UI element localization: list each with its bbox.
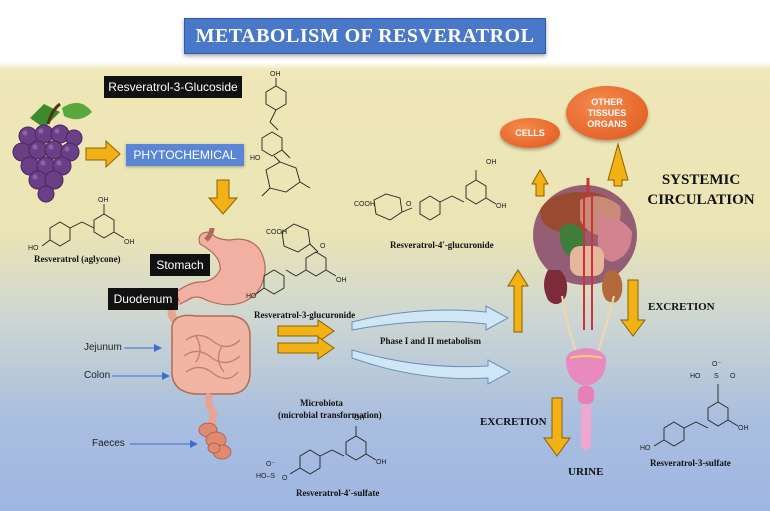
- diagram-title: METABOLISM OF RESVERATROL: [184, 18, 546, 54]
- circulation-label: CIRCULATION: [647, 192, 755, 208]
- faeces-icon: [198, 422, 232, 460]
- sulfate-3-molecule: [653, 384, 739, 447]
- faeces-label: Faeces: [92, 438, 125, 449]
- arrow-up-cells: [531, 168, 549, 197]
- glucuronide-4-label: Resveratrol-4'-glucuronide: [390, 240, 494, 250]
- atom-o-minus-s4: O⁻: [266, 461, 275, 468]
- cells-oval: CELLS: [500, 118, 560, 148]
- phase-label: Phase I and II metabolism: [380, 336, 482, 346]
- excretion-right-label: EXCRETION: [648, 301, 715, 313]
- atom-oh-glucoside: OH: [270, 71, 281, 78]
- systemic-label: SYSTEMIC: [661, 172, 741, 188]
- aglycone-label: Resveratrol (aglycone): [34, 254, 121, 264]
- atom-oh-s3: OH: [738, 425, 749, 432]
- atom-cooh-4: COOH: [354, 201, 375, 208]
- atom-oh-3: OH: [336, 277, 347, 284]
- atom-oh-s4: OH: [354, 415, 365, 422]
- jejunum-label: Jejunum: [84, 342, 122, 353]
- excretion-left-label: EXCRETION: [480, 416, 547, 428]
- arrow-down-to-stomach: [207, 179, 239, 215]
- grapes-icon: [12, 102, 92, 203]
- atom-ho-s3: HO: [690, 373, 701, 380]
- other-tissues-oval: OTHER TISSUES ORGANS: [566, 86, 648, 140]
- atom-oh2-s4: OH: [376, 459, 387, 466]
- sulfate-4-label: Resveratrol-4'-sulfate: [296, 488, 380, 498]
- phytochemical-box: PHYTOCHEMICAL: [126, 144, 244, 166]
- glucoside-box: Resveratrol-3-Glucoside: [104, 76, 242, 98]
- pointer-lines: [112, 344, 198, 448]
- glucuronide-3-molecule: [255, 223, 337, 295]
- atom-ho-s-s4: HO–S: [256, 473, 275, 480]
- atom-oh2-4: OH: [496, 203, 507, 210]
- arrow-right-lower: [277, 336, 335, 360]
- atom-o-4: O: [406, 201, 412, 208]
- atom-ho-aglycone: HO: [28, 245, 39, 252]
- glucuronide-4-molecule: [373, 170, 497, 221]
- sulfate-4-molecule: [289, 426, 377, 475]
- stomach-box: Stomach: [150, 254, 210, 276]
- duodenum-box: Duodenum: [108, 288, 178, 310]
- colon-label: Colon: [84, 370, 111, 381]
- glucoside-molecule: [261, 78, 311, 197]
- atom-ho-3: HO: [246, 293, 257, 300]
- arrow-down-excretion-left: [543, 397, 571, 457]
- stomach-icon: [175, 227, 266, 306]
- organs-label: ORGANS: [587, 118, 627, 129]
- atom-cooh-3: COOH: [266, 229, 287, 236]
- atom-o-s4: O: [282, 475, 288, 482]
- atom-o-minus-s3: O⁻: [712, 361, 721, 368]
- microbial-label: (microbial transformation): [278, 410, 382, 420]
- intestines-icon: [171, 314, 251, 429]
- arrow-up-circulation: [507, 269, 529, 333]
- arrow-down-excretion-right: [620, 279, 646, 337]
- sulfate-3-label: Resveratrol-3-sulfate: [650, 458, 731, 468]
- atom-o-s3: O: [730, 373, 736, 380]
- body-organs-icon: [533, 178, 637, 450]
- microbiota-label: Microbiota: [300, 398, 343, 408]
- phase-arrows: [351, 305, 512, 385]
- arrow-up-other: [607, 142, 629, 187]
- aglycone-molecule: [41, 204, 125, 247]
- atom-ho2-s3: HO: [640, 445, 651, 452]
- arrow-right-upper: [277, 319, 335, 343]
- atom-ho-glucoside: HO: [250, 155, 261, 162]
- cells-label: CELLS: [515, 128, 545, 138]
- other-label: OTHER: [591, 96, 623, 107]
- atom-oh-aglycone: OH: [98, 197, 109, 204]
- yellow-arrows: [85, 139, 646, 457]
- arrow-grapes-to-phytochemical: [85, 139, 121, 169]
- atom-o-3: O: [320, 243, 326, 250]
- glucuronide-3-label: Resveratrol-3-glucuronide: [254, 310, 356, 320]
- urine-label: URINE: [568, 466, 604, 478]
- atom-oh-4: OH: [486, 159, 497, 166]
- tissues-label: TISSUES: [587, 107, 627, 118]
- atom-s-s3: S: [714, 373, 719, 380]
- atom-oh2-aglycone: OH: [124, 239, 135, 246]
